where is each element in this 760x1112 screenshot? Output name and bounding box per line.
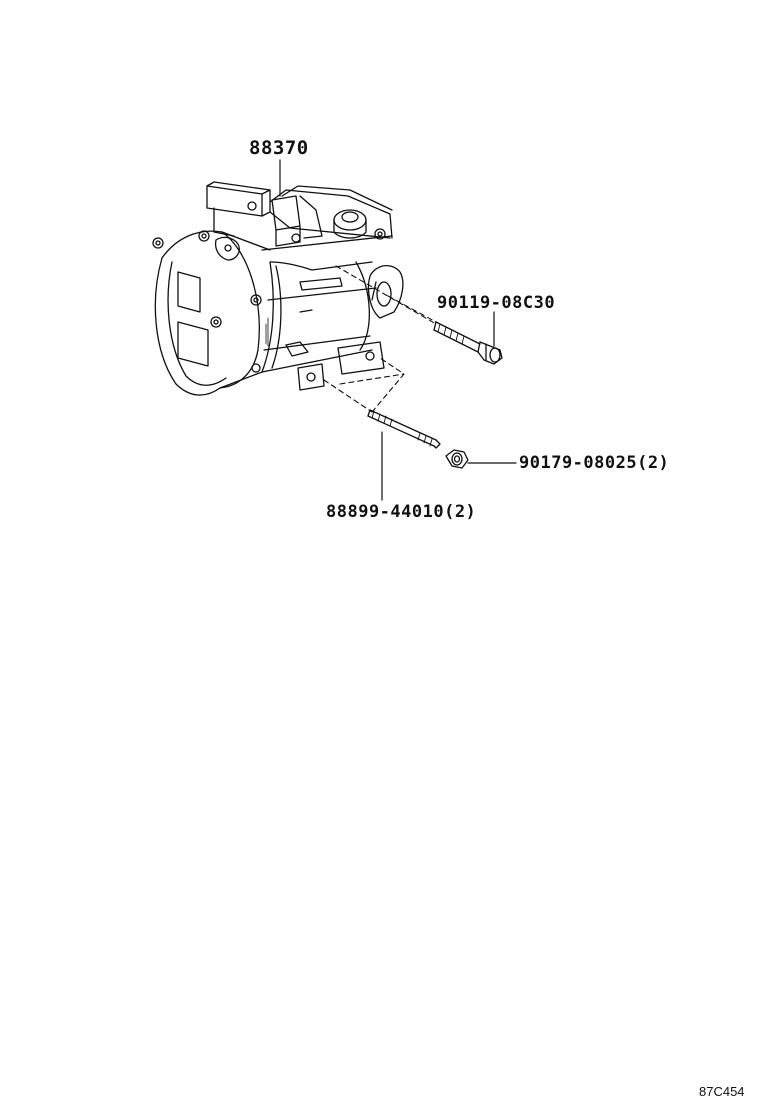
leader-lines: [280, 160, 516, 500]
diagram-reference-code: 87C454: [699, 1084, 745, 1099]
compressor-illustration: [153, 182, 403, 395]
nut-illustration: [446, 450, 468, 468]
stud-illustration: [368, 410, 440, 448]
compressor-part-number[interactable]: 88370: [249, 137, 309, 159]
nut-part-number[interactable]: 90179-08025(2): [519, 453, 670, 473]
bolt-illustration: [434, 322, 502, 364]
bolt-part-number[interactable]: 90119-08C30: [437, 293, 556, 313]
stud-part-number[interactable]: 88899-44010(2): [326, 502, 477, 522]
assembly-lines: [324, 266, 436, 412]
